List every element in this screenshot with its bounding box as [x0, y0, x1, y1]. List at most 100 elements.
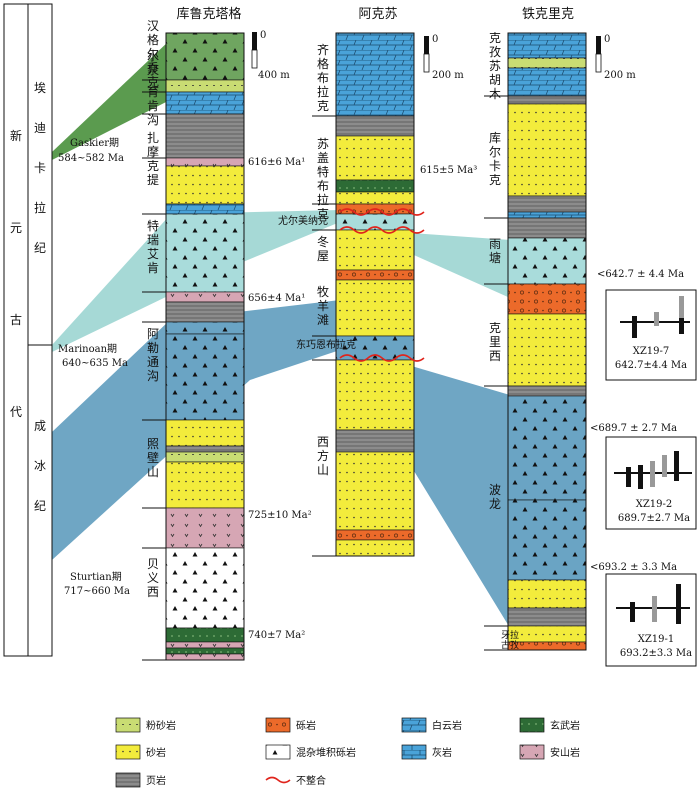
- lithology-layer: [165, 165, 245, 205]
- formation-label: 牧羊滩: [317, 285, 329, 327]
- lithology-layer: [165, 461, 245, 509]
- sample-id: XZ19-7: [633, 346, 670, 357]
- lithology-layer: [335, 451, 415, 531]
- column-outline: [335, 32, 415, 557]
- formation-label: 牙拉古孜: [501, 629, 519, 651]
- scale-bar-tiekelike: 0 200 m: [595, 34, 636, 81]
- section-title-aksu: 阿克苏: [358, 6, 397, 22]
- age-label: 615±5 Ma³: [420, 165, 477, 176]
- svg-text:0: 0: [604, 34, 610, 45]
- unconformity-line: [339, 208, 425, 216]
- age-label: 725±10 Ma²: [248, 510, 312, 521]
- lithology-layer: [507, 211, 587, 219]
- lithology-layer: [165, 641, 245, 649]
- lithology-layer: [335, 359, 415, 431]
- lithology-layer: [165, 647, 245, 655]
- lithology-layer: [335, 279, 415, 337]
- lithology-layer: [507, 385, 587, 397]
- marinoan-band-left: [52, 215, 170, 352]
- legend-diamictite: 混杂堆积砾岩: [296, 746, 356, 759]
- formation-label: 贝义西: [147, 557, 159, 599]
- formation-label: 波龙: [489, 483, 501, 511]
- lithology-layer: [507, 607, 587, 627]
- lithology-layer: [507, 217, 587, 239]
- formation-label: 克里西: [489, 321, 501, 363]
- age-label: <693.2 ± 3.3 Ma: [590, 562, 677, 573]
- sample-age: 642.7±4.4 Ma: [615, 360, 687, 371]
- lithology-layer: [507, 57, 587, 69]
- formation-label: 库尔卡克: [489, 130, 501, 187]
- period-ediacaran-label: 埃迪卡拉纪: [34, 81, 46, 255]
- formation-label: 阿勒通沟: [147, 327, 159, 383]
- unconformity-line: [339, 226, 425, 234]
- scale-bar-aksu: 0 200 m: [423, 34, 464, 81]
- svg-text:0: 0: [432, 34, 438, 45]
- formation-label: 尤尔美纳克: [278, 214, 328, 227]
- lithology-layer: [165, 419, 245, 447]
- formation-label: 特瑞艾肯: [147, 218, 159, 275]
- formation-label: 冬屋: [317, 234, 329, 263]
- lithology-layer: [165, 291, 245, 303]
- lithology-layer: [335, 115, 415, 137]
- sturtian-age: 717~660 Ma: [64, 586, 130, 597]
- lithology-layer: [507, 313, 587, 387]
- svg-text:0: 0: [260, 30, 266, 41]
- marinoan-name: Marinoan期: [58, 343, 117, 355]
- formation-label: 育肯沟: [147, 84, 159, 127]
- sample-id: XZ19-2: [636, 499, 673, 510]
- lithology-layer: [507, 395, 587, 501]
- lithology-layer: [507, 499, 587, 581]
- period-cryogenian-label: 成冰纪: [34, 419, 46, 513]
- lithology-layer: [335, 135, 415, 181]
- ages-kuruktag: 616±6 Ma¹ 656±4 Ma¹ 725±10 Ma² 740±7 Ma²: [248, 157, 312, 641]
- lithology-layer: [507, 195, 587, 213]
- legend: 粉砂岩 砂岩 页岩 砾岩 混杂堆积砾岩 不整合 白云岩 灰岩 玄武岩 安山岩: [115, 717, 580, 788]
- legend-siltstone: 粉砂岩: [146, 719, 176, 732]
- lithology-layer: [165, 203, 245, 215]
- lithology-layer: [335, 539, 415, 557]
- lithology-layer: [507, 95, 587, 105]
- legend-unconformity: 不整合: [296, 774, 326, 787]
- age-label: 740±7 Ma²: [248, 630, 305, 641]
- era-neoproterozoic-label: 新元古代: [10, 128, 22, 419]
- svg-text:200 m: 200 m: [432, 70, 464, 81]
- lithology-layer: [165, 157, 245, 167]
- legend-conglomerate: 砾岩: [296, 719, 316, 732]
- formation-label: 苏盖特布拉克: [317, 137, 329, 221]
- column-outline: [507, 32, 587, 651]
- sample-box-xz19-2: XZ19-2 689.7±2.7 Ma: [605, 436, 697, 530]
- glaciation-labels: Gaskier期 584~582 Ma Marinoan期 640~635 Ma…: [58, 137, 130, 597]
- sample-id: XZ19-1: [638, 634, 675, 645]
- legend-sandstone: 砂岩: [146, 746, 166, 759]
- gaskier-band: [52, 40, 170, 160]
- legend-shale: 页岩: [146, 774, 166, 787]
- age-label: <689.7 ± 2.7 Ma: [590, 423, 677, 434]
- formation-label: 汉格尔乔克: [147, 19, 159, 89]
- lithology-layer: [335, 269, 415, 281]
- scale-bar-kuruktag: 0 400 m: [251, 30, 290, 81]
- marinoan-age: 640~635 Ma: [62, 358, 128, 369]
- formation-label: 照壁山: [147, 437, 159, 479]
- column-tiekelike: [484, 32, 587, 651]
- lithology-layer: [335, 32, 415, 117]
- formation-label: 西方山: [317, 435, 329, 477]
- lithology-layer: [165, 547, 245, 629]
- sample-age: 689.7±2.7 Ma: [618, 513, 690, 524]
- gaskier-age: 584~582 Ma: [58, 153, 124, 164]
- formation-label: 东巧恩布拉克: [296, 338, 356, 351]
- lithology-layer: [165, 91, 245, 115]
- sturtian-name: Sturtian期: [70, 571, 122, 583]
- lithology-layer: [507, 103, 587, 197]
- formation-label: 克孜苏胡木: [489, 31, 501, 101]
- lithology-layer: [507, 625, 587, 643]
- lithology-layer: [165, 301, 245, 323]
- legend-basalt: 玄武岩: [550, 719, 580, 732]
- lithology-layer: [165, 113, 245, 159]
- lithology-layer: [507, 579, 587, 609]
- formation-label: 扎摩克提: [147, 131, 159, 187]
- lithology-layer: [507, 237, 587, 285]
- svg-text:200 m: 200 m: [604, 70, 636, 81]
- age-label: 656±4 Ma¹: [248, 293, 305, 304]
